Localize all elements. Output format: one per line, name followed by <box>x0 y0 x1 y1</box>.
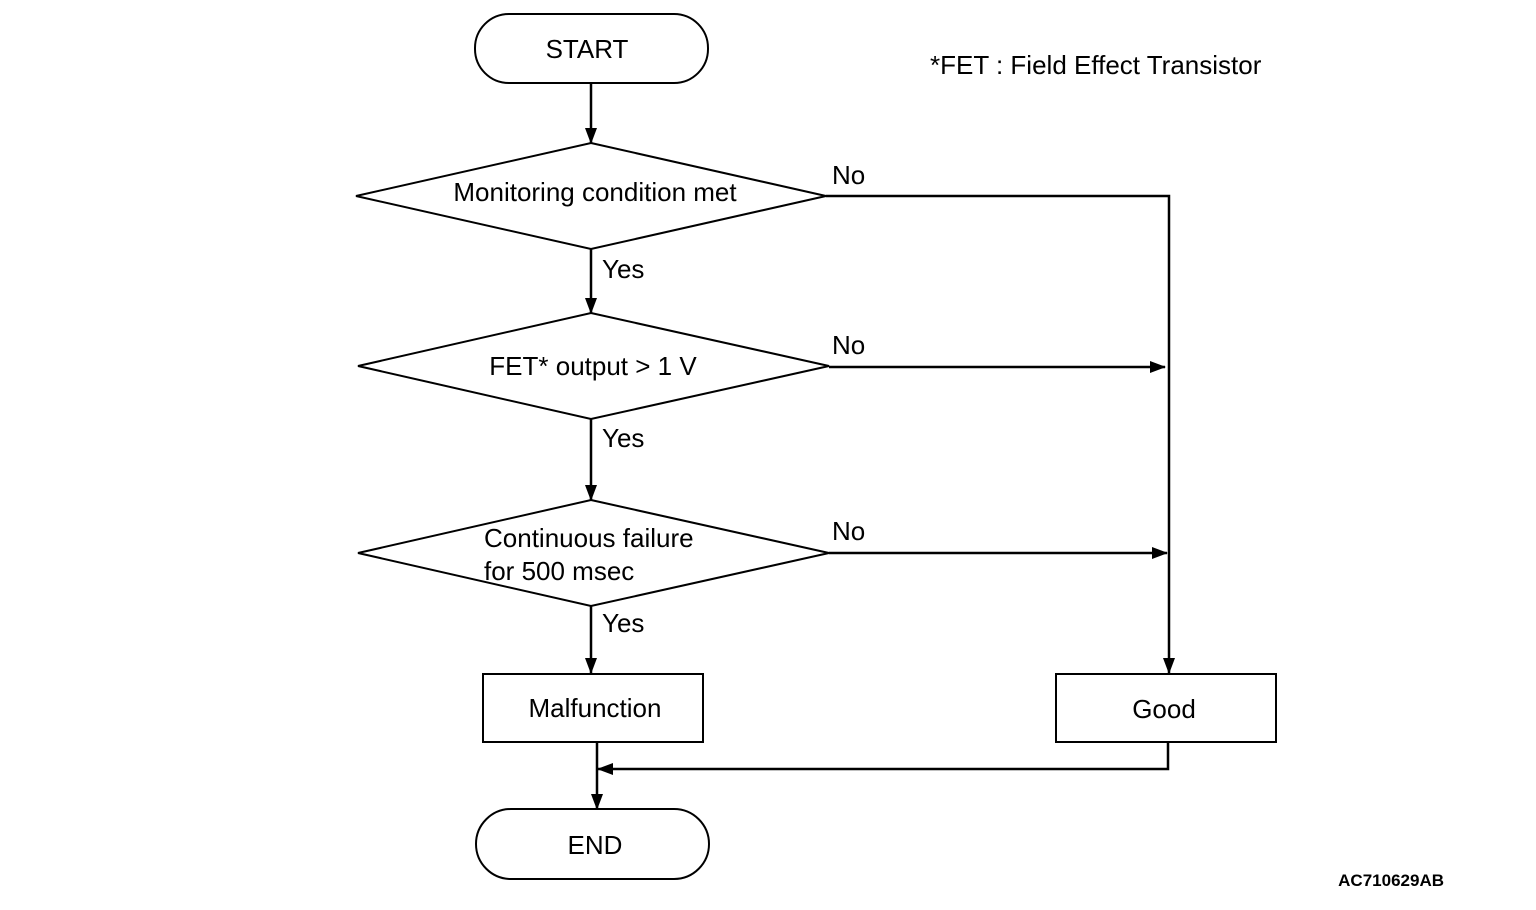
connector-decision1-no <box>826 194 1175 674</box>
decision-continuous-failure <box>357 498 830 608</box>
malfunction-box <box>482 673 704 743</box>
decision3-yes-label: Yes <box>602 608 644 638</box>
decision2-no-label: No <box>832 330 865 360</box>
decision-fet-output-label: FET* output > 1 V <box>489 351 697 381</box>
decision1-no-label: No <box>832 160 865 190</box>
end-label: END <box>568 830 623 860</box>
decision-monitoring-condition-label: Monitoring condition met <box>453 177 737 207</box>
legend-text: *FET : Field Effect Transistor <box>930 50 1262 80</box>
decision3-no-label: No <box>832 516 865 546</box>
decision-continuous-failure-line1: Continuous failure <box>484 523 694 553</box>
connector-good-to-end <box>597 742 1170 775</box>
start-label: START <box>546 34 629 64</box>
good-label: Good <box>1132 694 1196 724</box>
good-box <box>1055 673 1277 743</box>
decision-continuous-failure-label: Continuous failure for 500 msec <box>484 523 701 586</box>
decision2-yes-label: Yes <box>602 423 644 453</box>
malfunction-label: Malfunction <box>529 693 662 723</box>
decision1-yes-label: Yes <box>602 254 644 284</box>
figure-code: AC710629AB <box>1338 871 1444 890</box>
decision-continuous-failure-line2: for 500 msec <box>484 556 634 586</box>
end-terminal <box>475 808 710 880</box>
